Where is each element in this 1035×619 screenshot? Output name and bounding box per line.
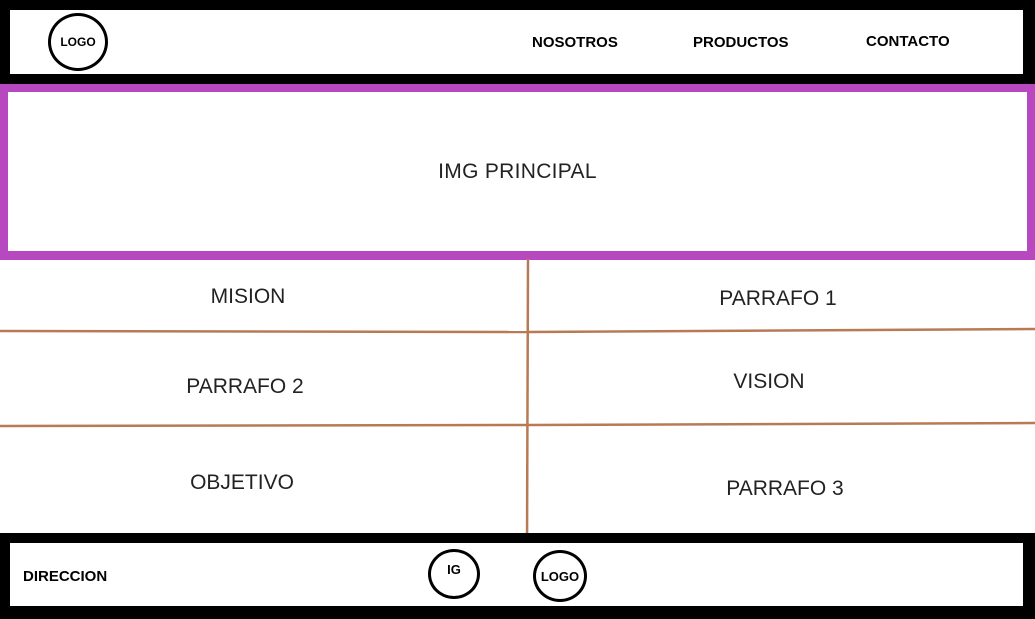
section-objetivo: OBJETIVO (190, 471, 294, 494)
section-vision: VISION (733, 370, 805, 393)
hero-image-placeholder: IMG PRINCIPAL (8, 92, 1027, 251)
grid-divider-row-1-right (527, 327, 1035, 334)
section-parrafo-2: PARRAFO 2 (186, 375, 304, 398)
grid-divider-row-2-right (527, 421, 1035, 427)
section-parrafo-3: PARRAFO 3 (726, 477, 844, 500)
section-mision: MISION (210, 285, 286, 308)
hero-frame: IMG PRINCIPAL (0, 84, 1035, 260)
footer-address: DIRECCION (23, 568, 108, 585)
instagram-icon[interactable]: IG (428, 549, 480, 599)
site-footer: DIRECCION IG LOGO (0, 533, 1035, 619)
section-parrafo-1: PARRAFO 1 (719, 287, 837, 310)
header-logo[interactable]: LOGO (48, 13, 108, 71)
grid-divider-vertical (525, 258, 530, 547)
footer-bar: DIRECCION IG LOGO (10, 543, 1023, 606)
footer-logo[interactable]: LOGO (533, 550, 587, 602)
nav-item-contacto[interactable]: CONTACTO (866, 33, 950, 50)
hero-label: IMG PRINCIPAL (438, 159, 597, 183)
site-header: LOGO NOSOTROS PRODUCTOS CONTACTO (0, 0, 1035, 84)
grid-divider-row-2-left (0, 423, 529, 428)
grid-divider-row-1-left (0, 329, 529, 334)
nav-item-productos[interactable]: PRODUCTOS (693, 34, 789, 51)
nav-item-nosotros[interactable]: NOSOTROS (532, 34, 618, 51)
header-bar: LOGO NOSOTROS PRODUCTOS CONTACTO (10, 10, 1023, 74)
